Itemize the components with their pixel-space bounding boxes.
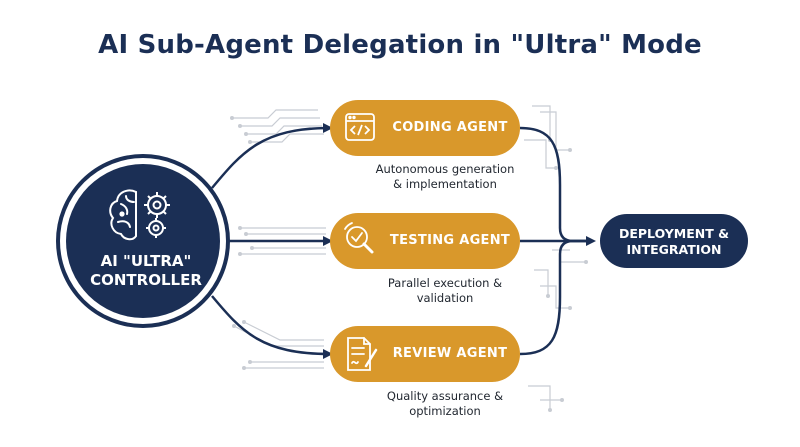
controller-label: AI "ULTRA" CONTROLLER [90, 252, 202, 289]
magnifier-check-icon [344, 222, 374, 254]
coding-agent-description: Autonomous generation & implementation [375, 162, 515, 191]
deployment-label: DEPLOYMENT & INTEGRATION [618, 226, 730, 257]
brain-icon [109, 189, 137, 241]
code-window-icon [345, 113, 375, 141]
gears-icon [144, 192, 170, 238]
testing-agent-node [330, 213, 520, 269]
coding-agent-node [330, 100, 520, 156]
connector-review-to-deployment [519, 239, 590, 356]
testing-agent-label: TESTING AGENT [389, 233, 511, 248]
deployment-node [600, 214, 748, 268]
controller-node [56, 154, 230, 328]
review-agent-description: Quality assurance & optimization [386, 389, 504, 418]
review-agent-node [330, 326, 520, 382]
coding-agent-label: CODING AGENT [392, 120, 508, 135]
connector-to-review-agent [211, 295, 333, 359]
testing-agent-description: Parallel execution & validation [387, 276, 503, 305]
page-title: AI Sub-Agent Delegation in "Ultra" Mode [98, 30, 702, 60]
document-pen-icon [347, 337, 378, 371]
connector-to-coding-agent [211, 123, 333, 189]
review-agent-label: REVIEW AGENT [392, 346, 508, 361]
